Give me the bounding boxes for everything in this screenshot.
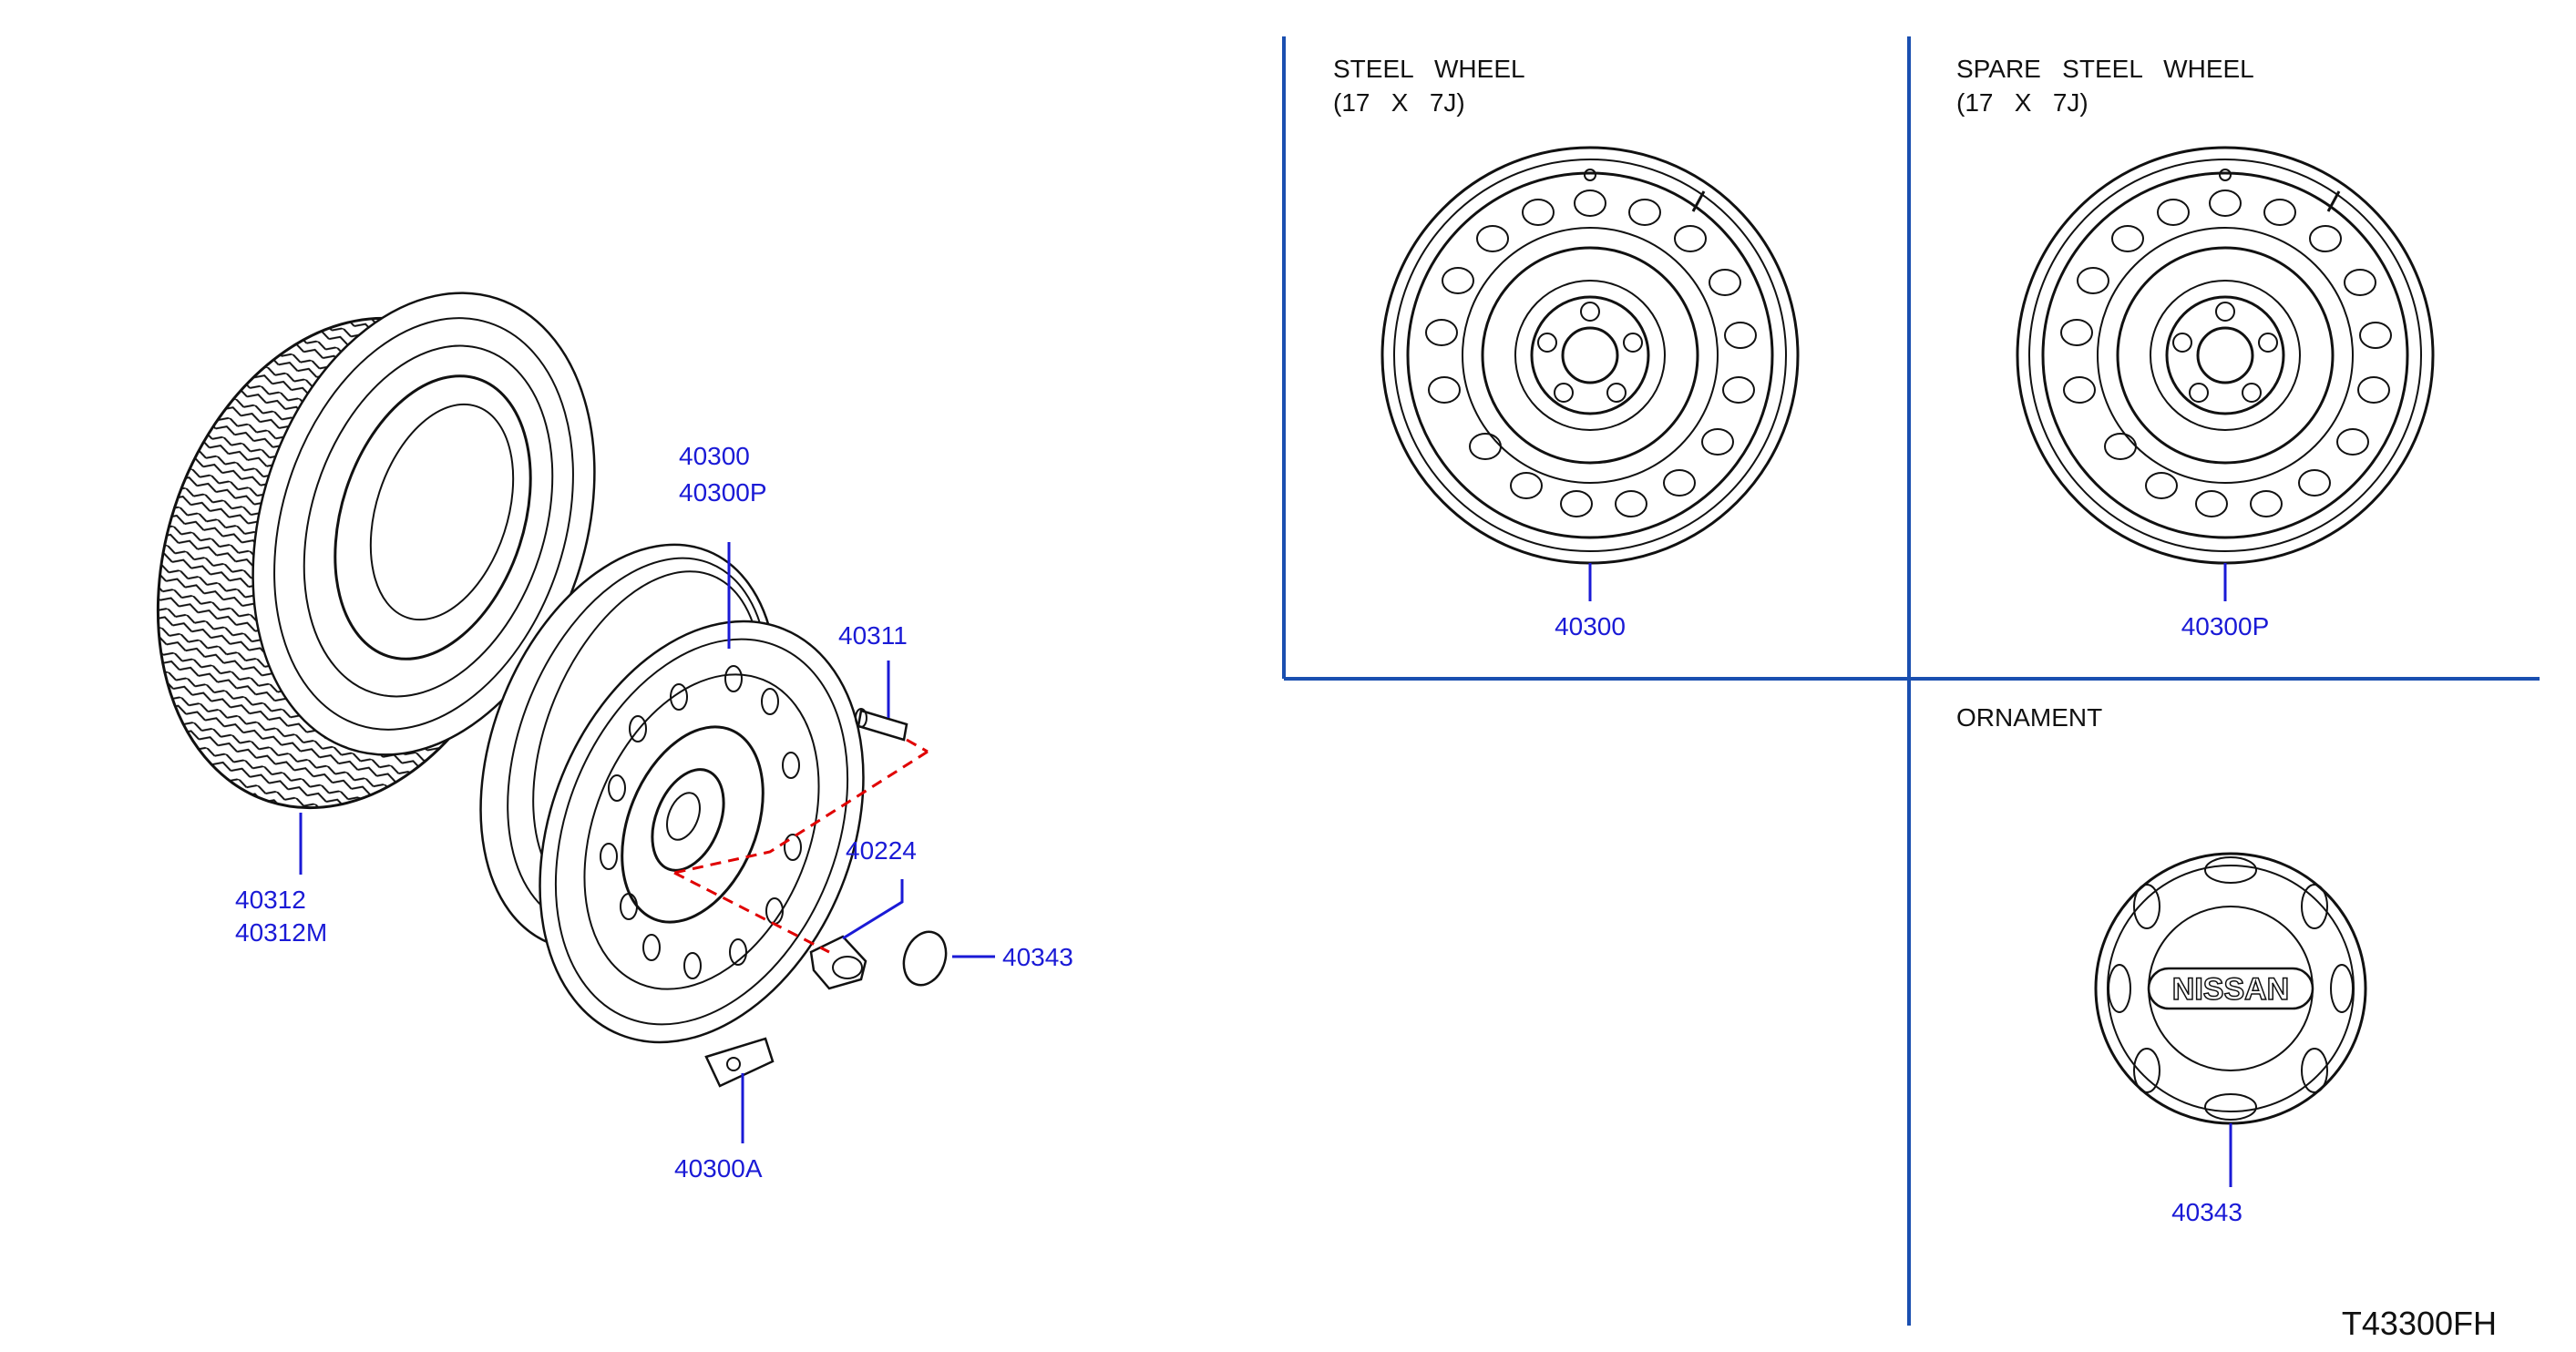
callout-center-cap[interactable]: 40343 <box>1002 943 1073 971</box>
lug-nut-illustration <box>809 935 867 990</box>
tire-illustration <box>156 292 596 810</box>
diagram-code: T43300FH <box>2342 1305 2497 1342</box>
callout-spare-wheel[interactable]: 40300P <box>2181 612 2270 640</box>
center-cap-illustration <box>902 930 948 987</box>
assembly-leaders <box>673 738 929 954</box>
balance-weight-illustration <box>704 1037 775 1088</box>
spare-wheel-size: (17 X 7J) <box>1956 88 2089 117</box>
steel-wheel-size: (17 X 7J) <box>1333 88 1465 117</box>
panel-dividers <box>1282 36 2540 1326</box>
callout-wheel[interactable]: 40300 <box>679 442 750 470</box>
ornament-logo: NISSAN <box>2172 972 2289 1007</box>
callout-wheel-spare[interactable]: 40300P <box>679 478 767 507</box>
callout-tire-alt[interactable]: 40312M <box>235 918 327 947</box>
callout-tire[interactable]: 40312 <box>235 886 306 914</box>
spare-wheel-illustration <box>2016 146 2435 565</box>
ornament-heading: ORNAMENT <box>1956 703 2102 732</box>
wheel-illustration <box>479 543 865 1044</box>
callout-ornament[interactable]: 40343 <box>2171 1198 2242 1226</box>
callout-lug-nut[interactable]: 40224 <box>846 836 917 865</box>
callout-steel-wheel[interactable]: 40300 <box>1555 612 1626 640</box>
callout-leaders <box>299 542 2232 1187</box>
ornament-illustration <box>2094 852 2367 1125</box>
steel-wheel-heading: STEEL WHEEL <box>1333 55 1525 83</box>
valve-stem-illustration <box>855 708 908 742</box>
callout-balance-weight[interactable]: 40300A <box>674 1154 763 1183</box>
steel-wheel-illustration <box>1380 146 1800 565</box>
spare-wheel-heading: SPARE STEEL WHEEL <box>1956 55 2254 83</box>
callout-valve[interactable]: 40311 <box>838 621 908 650</box>
